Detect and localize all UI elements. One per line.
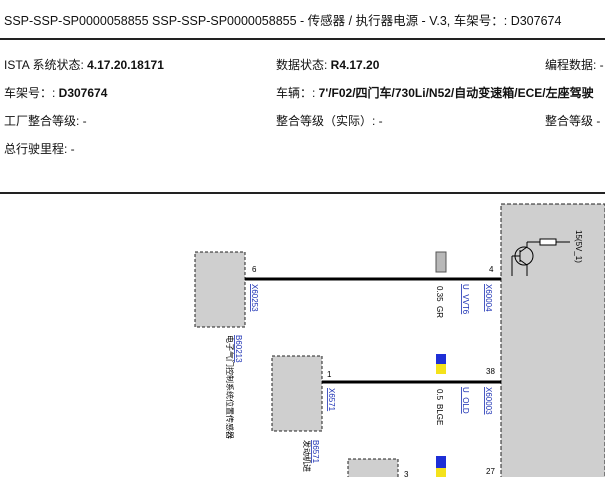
component-b6571-desc: 发动机进 xyxy=(302,440,312,472)
sensor-box-b6571 xyxy=(271,355,323,432)
supply-label: 15(5V_1) xyxy=(574,230,583,263)
pin-27: 27 xyxy=(486,467,495,476)
wire-1-signal-link[interactable]: U_VVT6 xyxy=(461,284,470,315)
sensor-box-partial xyxy=(347,458,399,477)
pin-4: 4 xyxy=(489,265,494,274)
wire-2-color-marker-top xyxy=(436,354,446,364)
component-b6571-link[interactable]: B6571 xyxy=(311,440,320,464)
component-b60213-link[interactable]: B60213 xyxy=(234,335,243,363)
wire-1-color-marker xyxy=(435,251,447,273)
programming-data: 编程数据: - xyxy=(545,58,604,72)
wire-2-signal-link[interactable]: U_OLD xyxy=(461,387,470,414)
total-mileage: 总行驶里程: - xyxy=(4,142,75,156)
supply-transistor-icon xyxy=(511,238,570,276)
wire-1-color: GR xyxy=(435,306,444,318)
wiring-diagram: 15(5V_1) 6 X60253 B60213 电子气门控制系统位置传感器 0… xyxy=(194,203,605,477)
vin-field: 车架号：: D307674 xyxy=(4,86,108,100)
diagram-divider xyxy=(0,192,605,194)
sensor-box-b60213 xyxy=(194,251,246,328)
wire-3-color-marker-bottom xyxy=(436,468,446,477)
component-b60213-desc: 电子气门控制系统位置传感器 xyxy=(225,335,235,439)
connector-x60003-link[interactable]: X60003 xyxy=(484,387,493,415)
wire-3-color-marker-top xyxy=(436,456,446,468)
integration-level: 整合等级 - xyxy=(545,114,601,128)
wire-2-size: 0.5 xyxy=(435,389,444,401)
title-divider xyxy=(0,38,605,40)
ista-status: ISTA 系统状态: 4.17.20.18171 xyxy=(4,58,164,72)
connector-x60253-link[interactable]: X60253 xyxy=(250,284,259,312)
data-status: 数据状态: R4.17.20 xyxy=(276,58,380,72)
factory-integration-level: 工厂整合等级: - xyxy=(4,114,87,128)
wire-2-color: BLGE xyxy=(435,404,444,425)
pin-6: 6 xyxy=(252,265,257,274)
vehicle-field: 车辆：: 7'/F02/四门车/730Li/N52/自动变速箱/ECE/左座驾驶 xyxy=(276,86,594,100)
integration-level-actual: 整合等级（实际）: - xyxy=(276,114,383,128)
pin-38: 38 xyxy=(486,367,495,376)
pin-3: 3 xyxy=(404,470,409,477)
page-title: SSP-SSP-SP0000058855 SSP-SSP-SP000005885… xyxy=(4,14,562,28)
wire-2-color-marker-bottom xyxy=(436,364,446,374)
connector-x6571-link[interactable]: X6571 xyxy=(327,388,336,412)
wire-1-size: 0.35 xyxy=(435,286,444,302)
pin-1: 1 xyxy=(327,370,332,379)
connector-x60004-link[interactable]: X60004 xyxy=(484,284,493,312)
